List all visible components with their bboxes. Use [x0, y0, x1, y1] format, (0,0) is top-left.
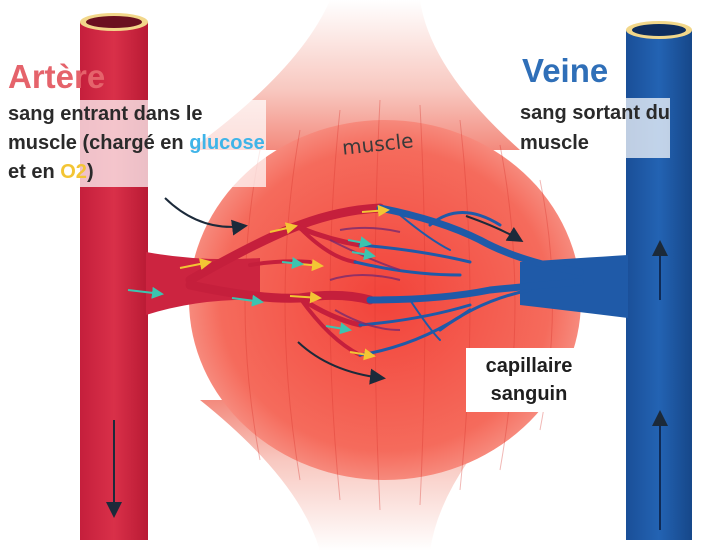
glucose-word: glucose	[189, 132, 265, 154]
vein-title: Veine	[522, 52, 608, 90]
and-word: et en	[8, 161, 55, 183]
artery-desc-text: sang entrant dans le muscle (chargé en	[8, 103, 203, 154]
o2-word: O2	[60, 161, 87, 183]
artery-title: Artère	[8, 58, 105, 96]
artery-description: sang entrant dans le muscle (chargé en g…	[8, 100, 266, 187]
capillary-label: capillaire sanguin	[466, 348, 592, 412]
vein-description: sang sortant du muscle	[520, 98, 670, 158]
close-paren: )	[87, 161, 94, 183]
